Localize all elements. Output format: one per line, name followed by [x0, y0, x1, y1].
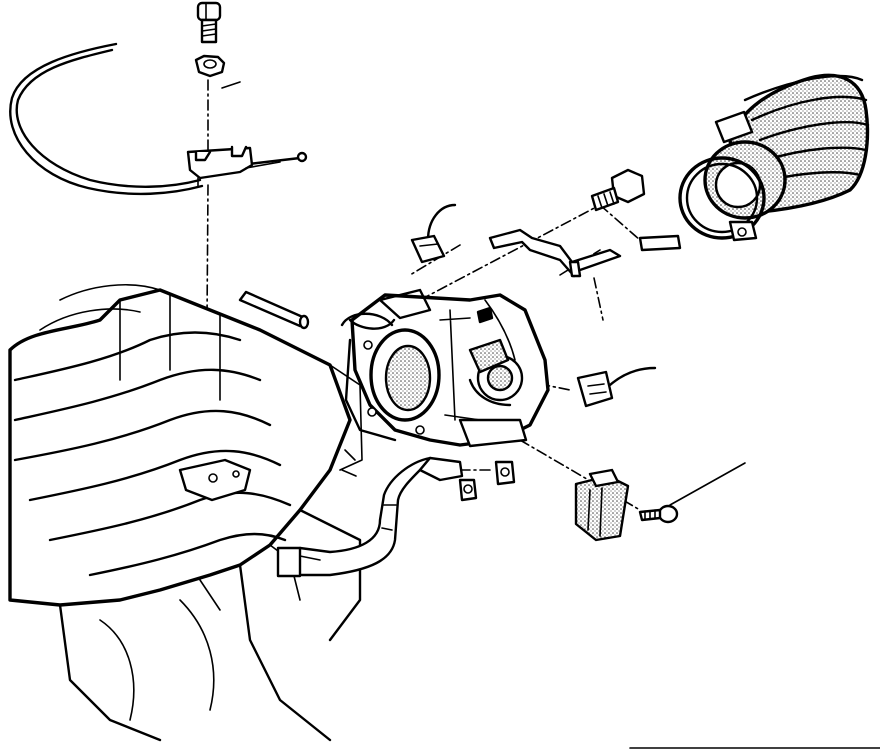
gasket [340, 312, 397, 442]
hose-clips [458, 460, 516, 502]
throttle-body [348, 288, 550, 448]
top-nut [194, 54, 226, 78]
hose-clamp [678, 156, 766, 242]
spacer-rod [638, 234, 682, 252]
top-bolt [196, 1, 222, 44]
sensor-connector-lower [576, 366, 657, 408]
water-hose [276, 456, 464, 578]
air-intake-hose [703, 73, 870, 220]
dowel-pin [238, 290, 310, 330]
cable-bracket [186, 145, 281, 187]
intake-manifold [8, 284, 363, 742]
cover-screw [638, 504, 679, 524]
sensor-connector-upper [410, 203, 457, 264]
throttle-cover [574, 468, 630, 542]
manifold-bracket [178, 458, 252, 502]
throttle-cable [9, 42, 308, 196]
mounting-bolt [590, 168, 646, 212]
support-bracket [488, 228, 622, 278]
